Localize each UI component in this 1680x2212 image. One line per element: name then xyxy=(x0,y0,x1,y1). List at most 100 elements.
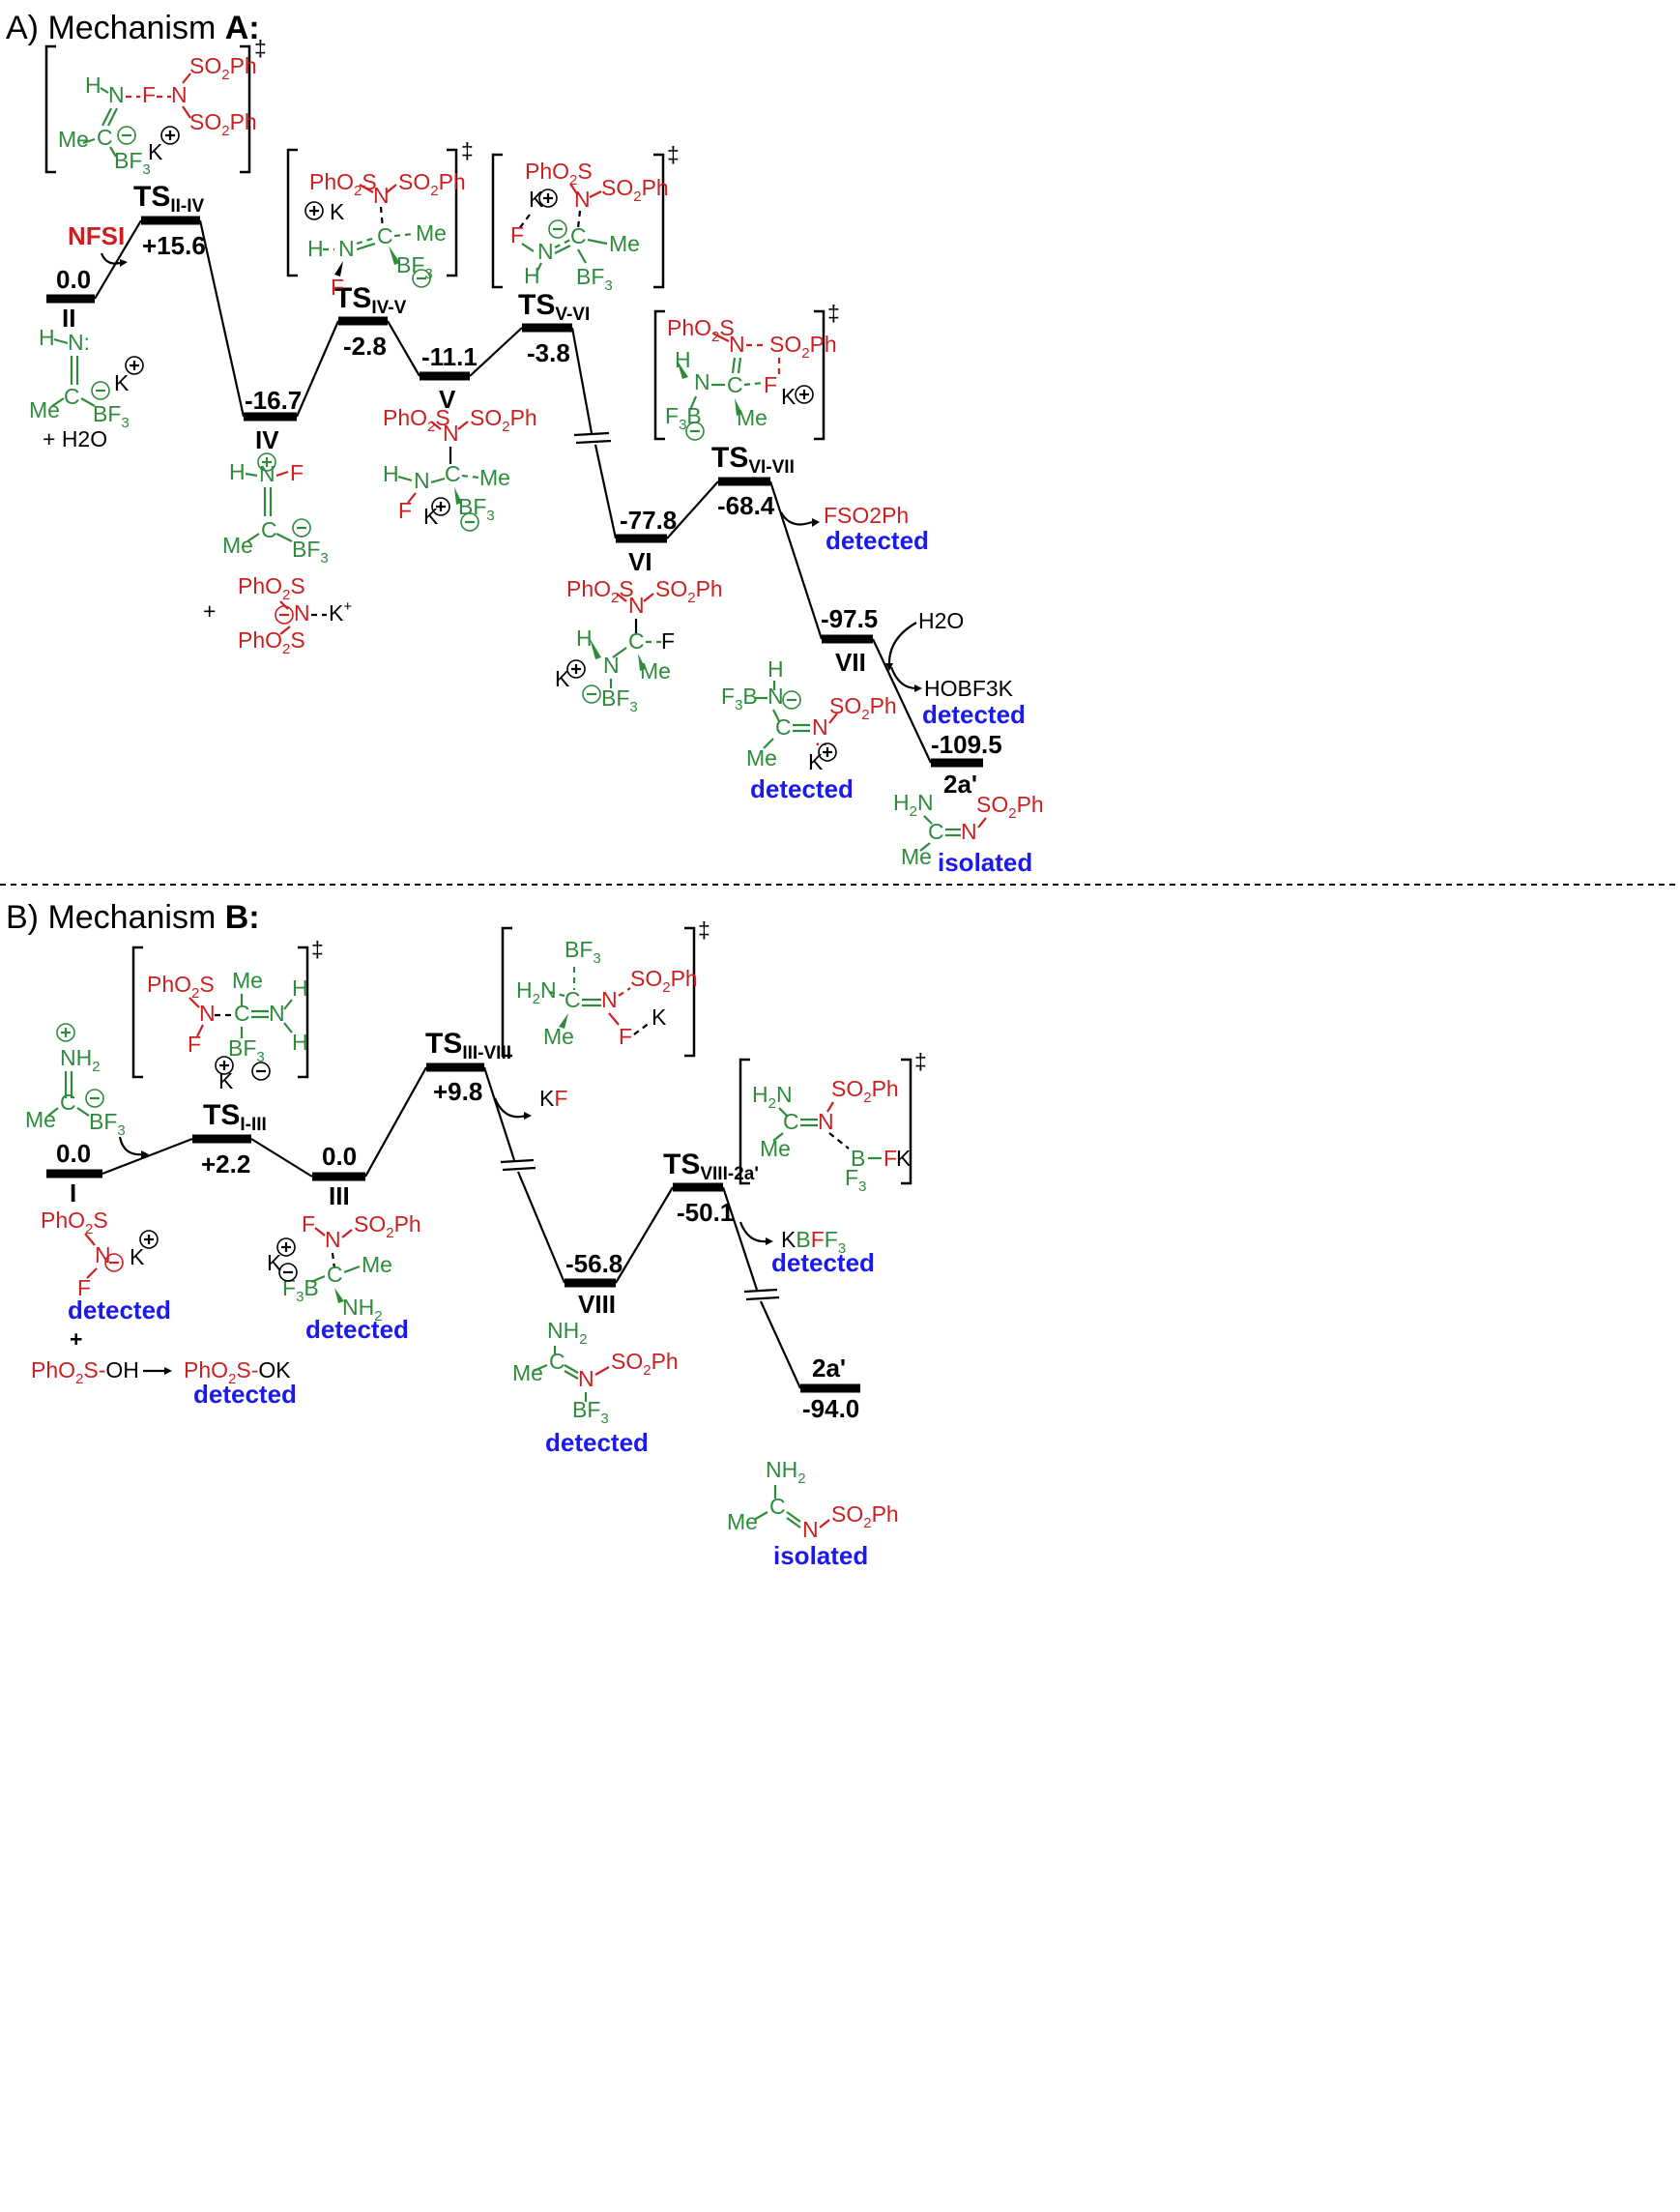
svg-text:Me: Me xyxy=(901,844,932,869)
svg-text:N: N xyxy=(294,600,310,626)
svg-text:H: H xyxy=(383,461,399,486)
svg-text:N: N xyxy=(95,1242,111,1267)
svg-text:SO2Ph: SO2Ph xyxy=(831,1501,899,1531)
svg-text:BF3: BF3 xyxy=(292,537,329,567)
arrow-fso2ph xyxy=(780,511,813,526)
svg-text:SO2Ph: SO2Ph xyxy=(611,1349,679,1379)
structure-I-iminium: NH2 C Me BF3 xyxy=(25,1023,126,1139)
svg-text:N: N xyxy=(818,1109,834,1134)
svg-text:SO2Ph: SO2Ph xyxy=(976,792,1044,822)
svg-text:PhO2S: PhO2S xyxy=(525,159,593,189)
svg-text:Me: Me xyxy=(609,231,640,256)
svg-text:‡: ‡ xyxy=(914,1049,927,1074)
svg-text:N: N xyxy=(603,653,620,678)
label-2a-prime-a: 2a' xyxy=(943,770,977,799)
svg-text:PhO2S: PhO2S xyxy=(566,576,634,606)
svg-text:‡: ‡ xyxy=(667,142,680,167)
svg-text:‡: ‡ xyxy=(461,138,474,163)
svg-text:N:: N: xyxy=(68,330,90,355)
svg-text:K: K xyxy=(148,139,163,164)
label-TS-VI-VII: TSVI-VII xyxy=(711,442,795,478)
ts-I-III-structure: ‡ PhO2S N F Me C N H H BF3 K xyxy=(131,937,324,1093)
svg-text:NH2: NH2 xyxy=(547,1318,588,1348)
svg-text:Me: Me xyxy=(362,1252,392,1277)
label-I: I xyxy=(70,1179,76,1208)
svg-text:C: C xyxy=(64,384,80,409)
label-V: V xyxy=(439,385,456,414)
axis-break-mark xyxy=(573,431,610,437)
arrow-hobf3k xyxy=(889,666,917,690)
label-TS-II-IV: TSII-IV xyxy=(133,181,205,217)
label-II: II xyxy=(62,304,75,333)
status-I-nfsi: detected xyxy=(68,1295,171,1324)
svg-text:PhO2S: PhO2S xyxy=(238,627,305,657)
svg-text:Me: Me xyxy=(640,658,671,684)
svg-text:C: C xyxy=(445,461,461,486)
energy-I: 0.0 xyxy=(56,1139,91,1168)
svg-text:Me: Me xyxy=(479,465,510,490)
energy-2a-prime-a: -109.5 xyxy=(931,730,1002,759)
label-IV: IV xyxy=(255,425,279,454)
energy-levels-b xyxy=(46,1062,860,1393)
svg-text:Me: Me xyxy=(727,1509,758,1534)
structure-I-nfsi-anion: PhO2S N F K xyxy=(41,1208,159,1300)
energy-2a-prime-b: -94.0 xyxy=(802,1394,859,1423)
arrow-h2o xyxy=(887,622,917,664)
svg-text:C: C xyxy=(783,1109,799,1134)
svg-text:K: K xyxy=(330,199,345,224)
svg-text:N: N xyxy=(338,236,355,261)
label-TS-V-VI: TSV-VI xyxy=(518,289,590,325)
byproduct-kf: KF xyxy=(539,1086,567,1111)
energy-TS-I-III: +2.2 xyxy=(201,1150,250,1179)
svg-text:SO2Ph: SO2Ph xyxy=(189,53,257,83)
svg-text:N: N xyxy=(574,187,591,212)
svg-text:C: C xyxy=(928,819,944,844)
svg-text:N: N xyxy=(578,1366,594,1391)
svg-text:NH2: NH2 xyxy=(60,1045,101,1075)
svg-text:N: N xyxy=(537,239,554,264)
svg-text:K: K xyxy=(423,504,439,529)
svg-text:H: H xyxy=(85,73,101,98)
svg-text:Me: Me xyxy=(232,968,263,993)
svg-text:H2N: H2N xyxy=(893,790,934,820)
svg-text:H: H xyxy=(39,325,55,350)
svg-text:H: H xyxy=(675,347,691,372)
svg-text:N: N xyxy=(812,714,828,740)
svg-text:H: H xyxy=(292,975,308,1001)
svg-text:PhO2S: PhO2S xyxy=(383,405,450,435)
svg-text:PhO2S: PhO2S xyxy=(41,1208,108,1237)
labels-a: 0.0 II TSII-IV +15.6 -16.7 IV TSIV-V -2.… xyxy=(56,181,1002,799)
labels-b: 0.0 I TSI-III +2.2 0.0 III TSIII-VIII +9… xyxy=(56,1028,859,1423)
svg-text:BF3: BF3 xyxy=(89,1109,126,1139)
svg-text:K+: K+ xyxy=(329,598,352,626)
svg-text:Me: Me xyxy=(416,220,447,246)
svg-text:C: C xyxy=(377,223,393,248)
svg-text:H: H xyxy=(229,459,246,484)
label-TS-III-VIII: TSIII-VIII xyxy=(425,1028,511,1063)
acid-byproduct: PhO2S-OH xyxy=(31,1357,139,1387)
svg-text:N: N xyxy=(802,1517,819,1542)
svg-text:SO2Ph: SO2Ph xyxy=(831,1076,899,1106)
svg-text:SO2Ph: SO2Ph xyxy=(470,405,537,435)
svg-text:K: K xyxy=(218,1068,234,1093)
svg-text:N: N xyxy=(373,183,390,208)
ts-II-IV-structure: ‡ H N F N SO2Ph SO2Ph C Me BF3 K xyxy=(44,36,267,178)
energy-TS-VIII-2a-prime: -50.1 xyxy=(677,1198,734,1227)
svg-text:Me: Me xyxy=(746,745,777,771)
svg-text:PhO2S: PhO2S xyxy=(309,169,377,199)
energy-VIII: -56.8 xyxy=(565,1249,623,1278)
svg-text:C: C xyxy=(97,125,113,150)
status-fso2ph: detected xyxy=(826,526,929,555)
svg-text:H: H xyxy=(292,1030,308,1055)
structure-III: F N SO2Ph C Me F3B NH2 K xyxy=(267,1211,421,1324)
status-VII-bf3: detected xyxy=(750,774,854,803)
svg-text:SO2Ph: SO2Ph xyxy=(601,175,669,205)
ts-VIII-2a-prime-structure: ‡ H2N C N SO2Ph Me B F K F3 xyxy=(739,1049,927,1195)
svg-text:C: C xyxy=(327,1262,343,1287)
label-TS-I-III: TSI-III xyxy=(203,1099,267,1135)
svg-text:F: F xyxy=(661,628,675,654)
svg-text:K: K xyxy=(781,384,797,409)
svg-text:B: B xyxy=(851,1146,865,1171)
svg-text:F: F xyxy=(619,1024,632,1049)
svg-text:PhO2S: PhO2S xyxy=(667,315,735,345)
